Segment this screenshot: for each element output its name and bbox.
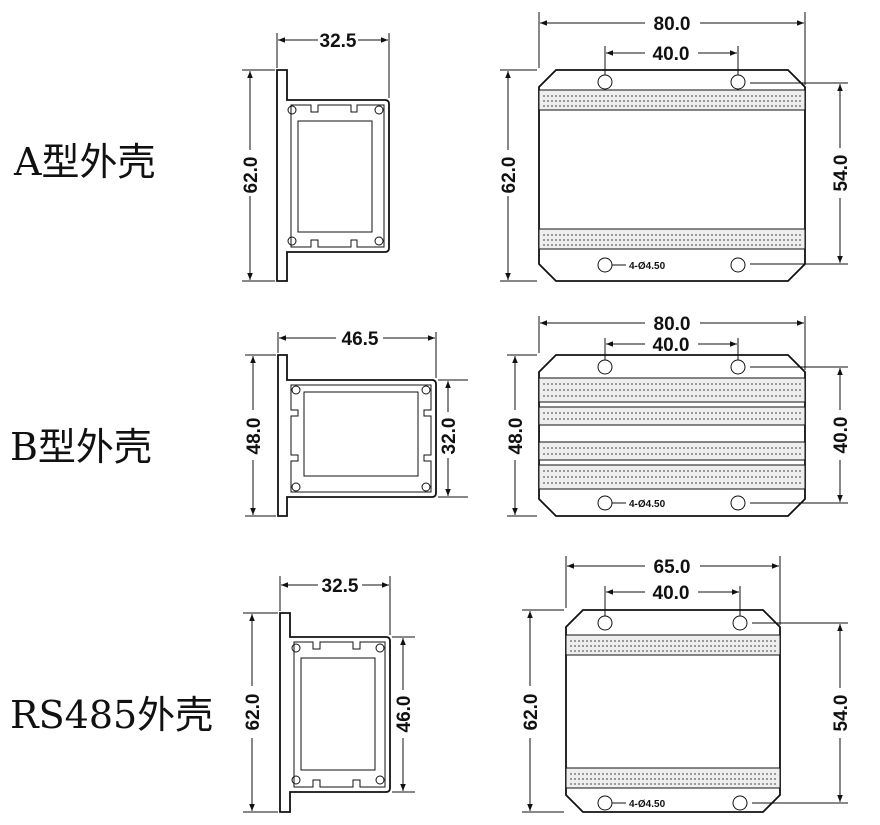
- section-rs485-side-height: 62.0: [243, 694, 264, 731]
- section-rs485-hole-note: 4-Ø4.50: [629, 799, 666, 810]
- section-b-side-view: 46.5 48.0 32.0: [244, 329, 468, 517]
- section-b-top-height: 48.0: [506, 418, 527, 455]
- section-a-side-view: 32.5 62.0: [241, 31, 390, 282]
- section-rs485-side-view: 32.5 62.0 46.0: [243, 576, 415, 813]
- section-a-top-height: 62.0: [499, 157, 520, 194]
- section-a-label: A型外壳: [13, 140, 155, 184]
- section-rs485-inner-height: 54.0: [831, 695, 852, 732]
- section-a-inner-height: 54.0: [831, 155, 852, 192]
- section-b-top-width: 80.0: [654, 314, 691, 335]
- section-b-side-width: 46.5: [342, 329, 379, 350]
- section-rs485-hole-spacing: 40.0: [653, 583, 690, 604]
- section-a-top-view: 80.0 40.0 62.0 54.0 4-Ø4.50: [499, 12, 852, 282]
- section-rs485-side-inner-height: 46.0: [394, 696, 415, 733]
- section-a-hole-spacing: 40.0: [653, 44, 690, 65]
- section-b-hole-spacing: 40.0: [653, 335, 690, 356]
- section-a-side-width: 32.5: [320, 31, 357, 52]
- section-b-side-height: 48.0: [244, 418, 265, 455]
- section-a-top-width: 80.0: [654, 14, 691, 35]
- section-b-inner-height: 40.0: [831, 417, 852, 454]
- section-a-side-height: 62.0: [241, 157, 262, 194]
- section-rs485-top-view: 65.0 40.0 62.0 54.0 4-Ø4.50: [521, 556, 852, 813]
- section-rs485-top-width: 65.0: [654, 557, 691, 578]
- section-rs485-top-height: 62.0: [521, 694, 542, 731]
- section-b-top-view: 80.0 40.0 48.0 40.0 4-Ø4.50: [506, 314, 852, 517]
- section-a-hole-note: 4-Ø4.50: [629, 261, 666, 272]
- section-rs485-label: RS485外壳: [10, 693, 213, 737]
- section-b-label: B型外壳: [10, 425, 152, 469]
- section-b-hole-note: 4-Ø4.50: [629, 499, 666, 510]
- section-b-side-inner-height: 32.0: [439, 418, 460, 455]
- section-rs485-side-width: 32.5: [322, 576, 359, 597]
